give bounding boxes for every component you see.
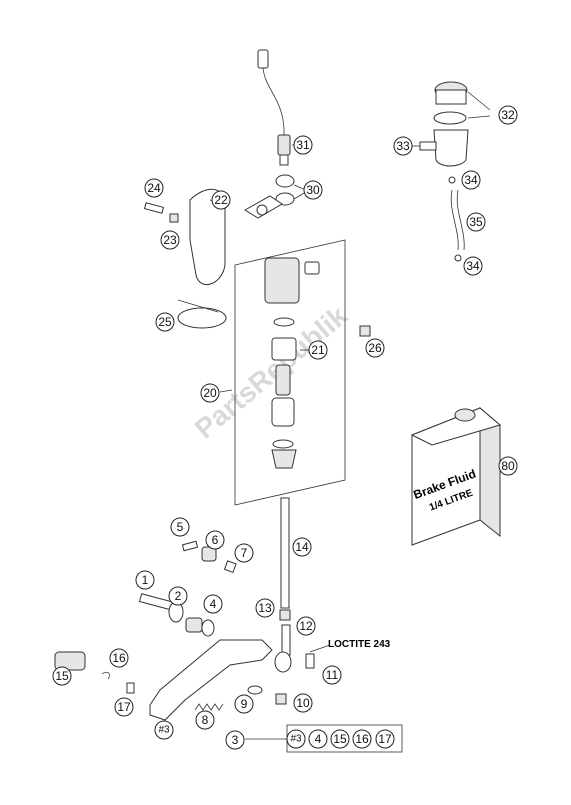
svg-text:#3: #3	[290, 734, 302, 745]
callout-24: 24	[144, 178, 164, 198]
svg-text:16: 16	[112, 651, 126, 665]
kit-item-3: 15	[330, 729, 350, 749]
svg-text:34: 34	[464, 173, 478, 187]
assembly-outline	[234, 239, 346, 506]
svg-text:6: 6	[212, 533, 219, 547]
svg-text:30: 30	[306, 183, 320, 197]
svg-text:31: 31	[296, 138, 310, 152]
callout-2: 2	[168, 586, 188, 606]
svg-text:1: 1	[142, 573, 149, 587]
svg-text:26: 26	[368, 341, 382, 355]
svg-text:34: 34	[466, 259, 480, 273]
screw-nut	[143, 202, 179, 223]
callout-23: 23	[160, 230, 180, 250]
bolt-26	[359, 325, 371, 337]
washer	[247, 685, 263, 695]
svg-text:2: 2	[175, 589, 182, 603]
callout-8: 8	[195, 710, 215, 730]
callout-34-bottom: 34	[463, 256, 483, 276]
svg-text:13: 13	[258, 601, 272, 615]
callout-31: 31	[293, 135, 313, 155]
callout-30: 30	[303, 180, 323, 200]
kit-item-2: 4	[308, 729, 328, 749]
svg-text:22: 22	[214, 193, 228, 207]
svg-text:16: 16	[355, 732, 369, 746]
heat-shield	[189, 188, 226, 286]
callout-16: 16	[109, 648, 129, 668]
callout-1: 1	[135, 570, 155, 590]
callout-21: 21	[308, 340, 328, 360]
svg-text:10: 10	[296, 696, 310, 710]
svg-text:17: 17	[117, 700, 131, 714]
callout-3: 3	[225, 730, 245, 750]
svg-text:12: 12	[299, 619, 313, 633]
svg-text:15: 15	[55, 669, 69, 683]
callout-26: 26	[365, 338, 385, 358]
svg-text:17: 17	[378, 732, 392, 746]
svg-text:15: 15	[333, 732, 347, 746]
callout-20: 20	[200, 383, 220, 403]
svg-text:11: 11	[326, 668, 339, 682]
callout-33: 33	[393, 136, 413, 156]
callout-34-top: 34	[461, 170, 481, 190]
callout-14: 14	[292, 537, 312, 557]
callout-32: 32	[498, 105, 518, 125]
kit-item-5: 17	[375, 729, 395, 749]
kit-item-1: #3	[286, 729, 306, 749]
callout-7: 7	[234, 543, 254, 563]
callout-3-pedal: #3	[154, 720, 174, 740]
master-cylinder	[264, 257, 320, 469]
clevis	[274, 624, 292, 673]
svg-text:21: 21	[311, 343, 325, 357]
callout-35: 35	[466, 212, 486, 232]
svg-text:32: 32	[501, 108, 515, 122]
foot-peg	[54, 651, 135, 694]
svg-text:14: 14	[295, 540, 309, 554]
svg-text:4: 4	[315, 732, 322, 746]
callout-13: 13	[255, 598, 275, 618]
callout-80: 80	[498, 456, 518, 476]
brake-light-switch	[257, 49, 291, 166]
banjo-fitting	[244, 174, 295, 219]
svg-text:25: 25	[158, 315, 172, 329]
callout-12: 12	[296, 616, 316, 636]
svg-text:7: 7	[241, 546, 248, 560]
svg-text:3: 3	[232, 733, 239, 747]
svg-text:8: 8	[202, 713, 209, 727]
callout-17: 17	[114, 697, 134, 717]
brake-fluid-can: Brake Fluid 1/4 LITRE	[410, 406, 502, 546]
callout-6: 6	[205, 530, 225, 550]
brake-pedal	[149, 639, 273, 721]
reservoir	[419, 81, 469, 167]
svg-text:24: 24	[147, 181, 161, 195]
pin-bolt	[275, 653, 315, 705]
cable-tie	[177, 299, 227, 329]
callout-9: 9	[234, 694, 254, 714]
svg-text:23: 23	[163, 233, 177, 247]
hose	[448, 176, 465, 262]
loctite-label: LOCTITE 243	[328, 639, 391, 650]
callout-10: 10	[293, 693, 313, 713]
callout-25: 25	[155, 312, 175, 332]
svg-text:9: 9	[241, 697, 248, 711]
callout-11: 11	[322, 665, 342, 685]
svg-text:33: 33	[396, 139, 410, 153]
svg-text:35: 35	[469, 215, 483, 229]
callout-15: 15	[52, 666, 72, 686]
svg-text:20: 20	[203, 386, 217, 400]
push-rod	[279, 497, 291, 621]
kit-item-4: 16	[352, 729, 372, 749]
pedal-stop-screws	[181, 540, 237, 574]
svg-text:#3: #3	[158, 725, 170, 736]
pivot-bolt	[138, 593, 215, 637]
svg-text:4: 4	[210, 597, 217, 611]
svg-text:80: 80	[501, 459, 515, 473]
callout-5: 5	[170, 517, 190, 537]
callout-4: 4	[203, 594, 223, 614]
svg-text:5: 5	[177, 520, 184, 534]
return-spring	[194, 703, 224, 711]
callout-22: 22	[211, 190, 231, 210]
